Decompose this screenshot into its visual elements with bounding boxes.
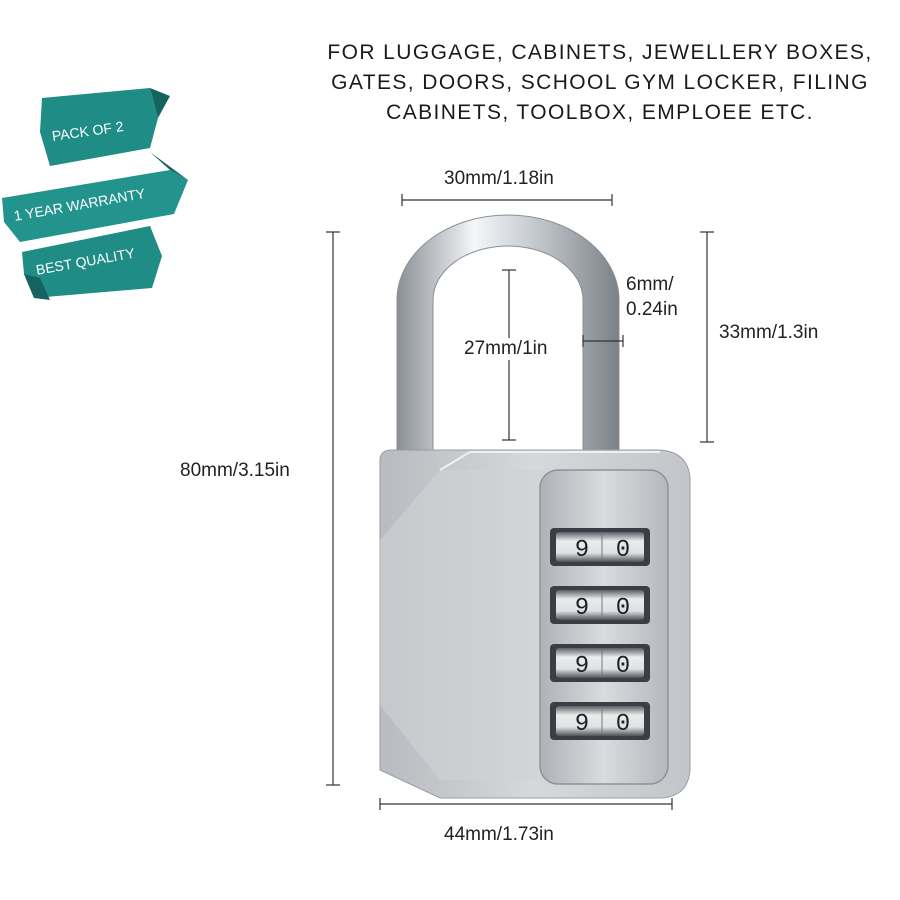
dial-window-2: [550, 586, 650, 624]
dial-1-digit-b: 0: [616, 537, 630, 564]
dial-1-digit-a: 9: [575, 537, 589, 564]
dial-2-digit-b: 0: [616, 595, 630, 622]
dial-window-3: [550, 644, 650, 682]
dim-shackle-diameter-line-2: 0.24in: [626, 299, 678, 320]
headline-line-3: CABINETS, TOOLBOX, EMPLOEE ETC.: [386, 101, 814, 124]
dial-3-digit-a: 9: [575, 653, 589, 680]
dim-shackle-width: 30mm/1.18in: [444, 168, 554, 189]
dim-shackle-diameter: 6mm/ 0.24in: [626, 272, 678, 322]
dial-window-1: [550, 528, 650, 566]
dimension-lines: [326, 194, 714, 810]
ribbon-warranty: [2, 152, 188, 242]
headline-line-1: FOR LUGGAGE, CABINETS, JEWELLERY BOXES,: [327, 41, 873, 64]
dim-shackle-diameter-line-1: 6mm/: [626, 274, 674, 295]
headline-line-2: GATES, DOORS, SCHOOL GYM LOCKER, FILING: [331, 71, 869, 94]
dim-total-height: 80mm/3.15in: [180, 460, 290, 481]
dial-3-digit-b: 0: [616, 653, 630, 680]
dim-shackle-height: 33mm/1.3in: [719, 322, 819, 343]
ribbon-pack-of-2: [40, 88, 170, 166]
dial-window-4: [550, 702, 650, 740]
shackle: [396, 214, 620, 453]
ribbon-best-quality: [22, 226, 162, 300]
dial-4-digit-b: 0: [616, 711, 630, 738]
dim-body-width: 44mm/1.73in: [444, 824, 554, 845]
usage-headline: FOR LUGGAGE, CABINETS, JEWELLERY BOXES, …: [300, 38, 900, 128]
dial-2-digit-a: 9: [575, 595, 589, 622]
dim-inner-height: 27mm/1in: [462, 338, 550, 360]
dial-4-digit-a: 9: [575, 711, 589, 738]
